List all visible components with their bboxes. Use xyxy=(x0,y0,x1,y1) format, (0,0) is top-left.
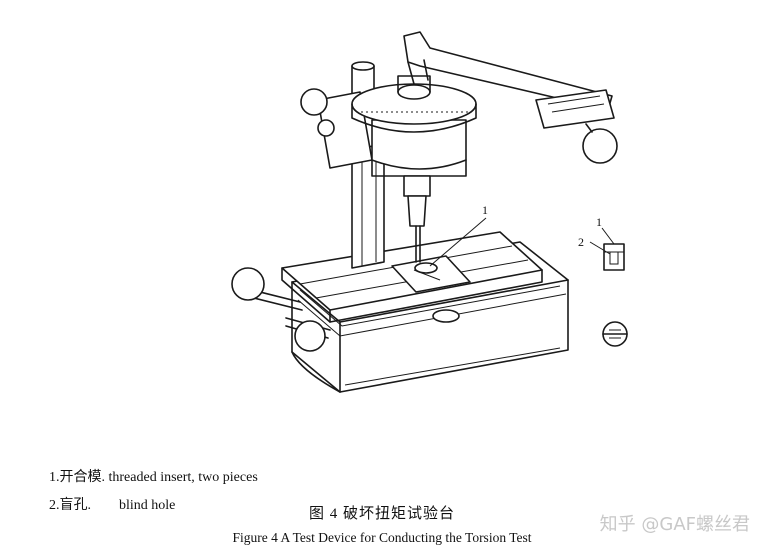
legend-term-en: . blind hole xyxy=(87,498,176,513)
insert-detail: 1 2 xyxy=(578,215,625,271)
detail-label-2: 2 xyxy=(578,235,584,249)
detail-label-1: 1 xyxy=(596,215,602,229)
callout-main-1-label: 1 xyxy=(482,203,488,217)
slotted-table xyxy=(281,231,543,323)
legend-number: 2. xyxy=(49,498,60,513)
legend-term-zh: 开合模 xyxy=(59,470,102,485)
legend-term-en: . threaded insert, two pieces xyxy=(101,470,258,485)
legend-item-blind-hole: 2.盲孔. blind hole xyxy=(42,478,175,514)
legend-term-zh: 盲孔 xyxy=(59,498,88,513)
spindle xyxy=(403,175,441,281)
torsion-test-device-drawing: 1 1 2 xyxy=(231,31,628,393)
torque-gear-wheel xyxy=(351,75,477,177)
insert-top-view xyxy=(602,321,628,347)
torque-arm xyxy=(403,31,618,164)
legend-number: 1. xyxy=(49,470,60,485)
vice-handle-left xyxy=(231,267,303,311)
watermark: 知乎 @GAF螺丝君 xyxy=(599,514,750,535)
figure-caption-zh: 图 4 破坏扭矩试验台 xyxy=(308,506,455,522)
figure-caption-en: Figure 4 A Test Device for Conducting th… xyxy=(232,530,532,545)
vice-handle-front xyxy=(285,317,331,352)
legend-item-threaded-insert: 1.开合模. threaded insert, two pieces xyxy=(42,450,258,486)
callout-main-1: 1 xyxy=(429,203,488,267)
